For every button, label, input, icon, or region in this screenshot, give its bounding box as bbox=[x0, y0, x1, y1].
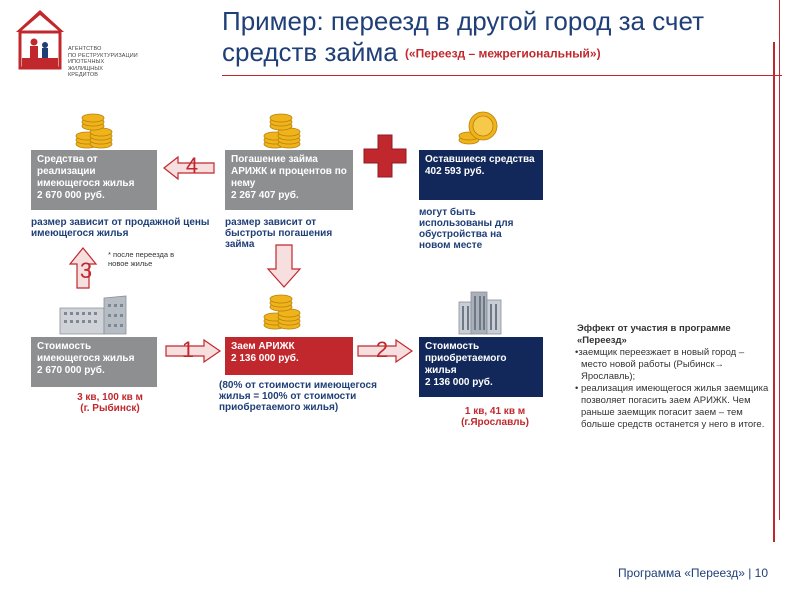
title-subtitle: («Переезд – межрегиональный») bbox=[404, 46, 601, 61]
new-flat-note: 1 кв, 41 кв м (г.Ярославль) bbox=[461, 406, 529, 428]
plus-icon bbox=[363, 134, 407, 178]
coins-icon bbox=[458, 111, 498, 145]
step-number-1: 1 bbox=[181, 337, 195, 362]
logo-line: ПО РЕСТРУКТУРИЗАЦИИ bbox=[68, 52, 138, 59]
logo-line: ИПОТЕЧНЫХ ЖИЛИЩНЫХ bbox=[68, 59, 105, 72]
coins-icon bbox=[263, 113, 301, 149]
decor-line bbox=[222, 75, 782, 76]
repayment-box: Погашение займа АРИЖК и процентов по нем… bbox=[225, 150, 353, 210]
arrow-left-icon bbox=[163, 155, 215, 181]
building-icon bbox=[59, 295, 127, 335]
effect-item-text: реализация имеющегося жилья заемщика поз… bbox=[578, 383, 769, 430]
step-number-2: 2 bbox=[375, 337, 389, 362]
building-icon bbox=[458, 291, 502, 335]
loan-share-note: (80% от стоимости имеющегося жилья = 100… bbox=[219, 380, 377, 413]
after-move-note: * после переезда в новое жилье bbox=[108, 250, 175, 268]
logo-line: АГЕНТСТВО bbox=[68, 46, 102, 52]
coins-icon bbox=[263, 294, 301, 330]
title-main: Пример: переезд в другой город за счет с… bbox=[222, 6, 704, 67]
loan-box: Заем АРИЖК 2 136 000 руб. bbox=[225, 337, 353, 375]
effect-item: • реализация имеющегося жилья заемщика п… bbox=[575, 383, 769, 430]
current-cost-box: Стоимость имеющегося жилья 2 670 000 руб… bbox=[31, 337, 157, 387]
house-logo-icon bbox=[16, 10, 64, 70]
arrow-right-icon bbox=[165, 338, 222, 364]
logo-text: АГЕНТСТВО ПО РЕСТРУКТУРИЗАЦИИ ИПОТЕЧНЫХ … bbox=[68, 46, 138, 79]
remaining-funds-box: Оставшиеся средства 402 593 руб. bbox=[419, 150, 543, 200]
coins-icon bbox=[75, 113, 113, 149]
effect-item: •заемщик переезжает в новый город – мест… bbox=[575, 347, 745, 382]
footer-text: Программа «Переезд» | 10 bbox=[618, 566, 768, 580]
logo: АГЕНТСТВО ПО РЕСТРУКТУРИЗАЦИИ ИПОТЕЧНЫХ … bbox=[14, 8, 138, 78]
remaining-use-note: могут быть использованы для обустройства… bbox=[419, 207, 514, 251]
arrow-up-icon bbox=[68, 247, 98, 289]
arrow-right-icon bbox=[357, 338, 414, 364]
sale-depends-note: размер зависит от продажной цены имеющег… bbox=[31, 217, 210, 239]
effect-heading: Эффект от участия в программе «Переезд» bbox=[577, 323, 731, 346]
old-flat-note: 3 кв, 100 кв м (г. Рыбинск) bbox=[77, 392, 143, 414]
effect-block: Эффект от участия в программе «Переезд» … bbox=[567, 323, 772, 431]
decor-line bbox=[779, 0, 780, 520]
decor-line bbox=[773, 42, 775, 542]
effect-item-text: заемщик переезжает в новый город – место… bbox=[578, 347, 745, 382]
sale-funds-box: Средства от реализации имеющегося жилья … bbox=[31, 150, 157, 210]
arrow-down-icon bbox=[266, 244, 302, 288]
step-number-3: 3 bbox=[79, 258, 93, 283]
page-title: Пример: переезд в другой город за счет с… bbox=[222, 6, 752, 70]
logo-line: КРЕДИТОВ bbox=[68, 72, 99, 78]
repay-depends-note: размер зависит от быстроты погашения зай… bbox=[225, 217, 333, 250]
step-number-4: 4 bbox=[185, 153, 199, 178]
new-cost-box: Стоимость приобретаемого жилья 2 136 000… bbox=[419, 337, 543, 397]
